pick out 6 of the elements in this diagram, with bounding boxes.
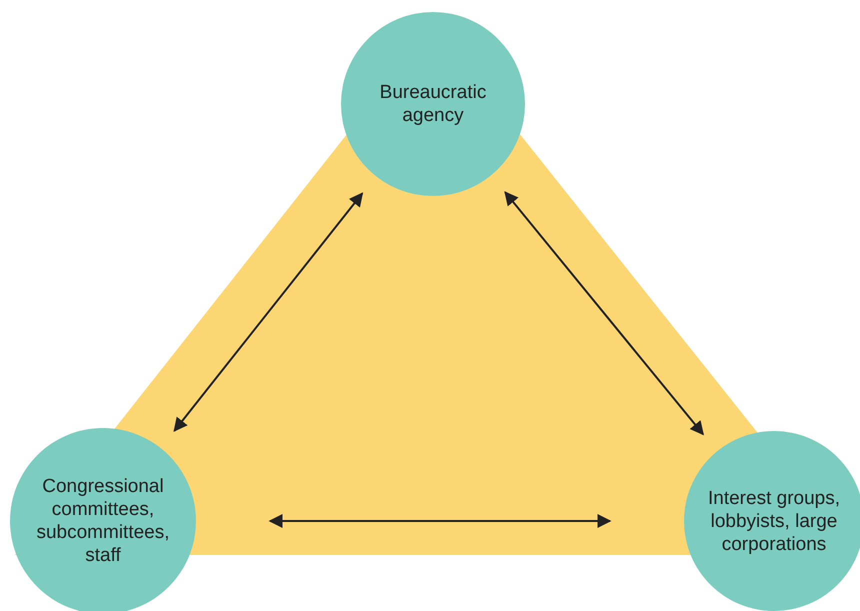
node-label: Bureaucratic agency [378, 81, 488, 127]
double-arrow [174, 192, 364, 432]
double-arrow [268, 514, 612, 528]
node-label: Interest groups, lobbyists, large corporations [706, 486, 842, 556]
double-arrow [504, 191, 704, 436]
node-label: Congressional committees, subcommittees, staff [35, 475, 171, 567]
